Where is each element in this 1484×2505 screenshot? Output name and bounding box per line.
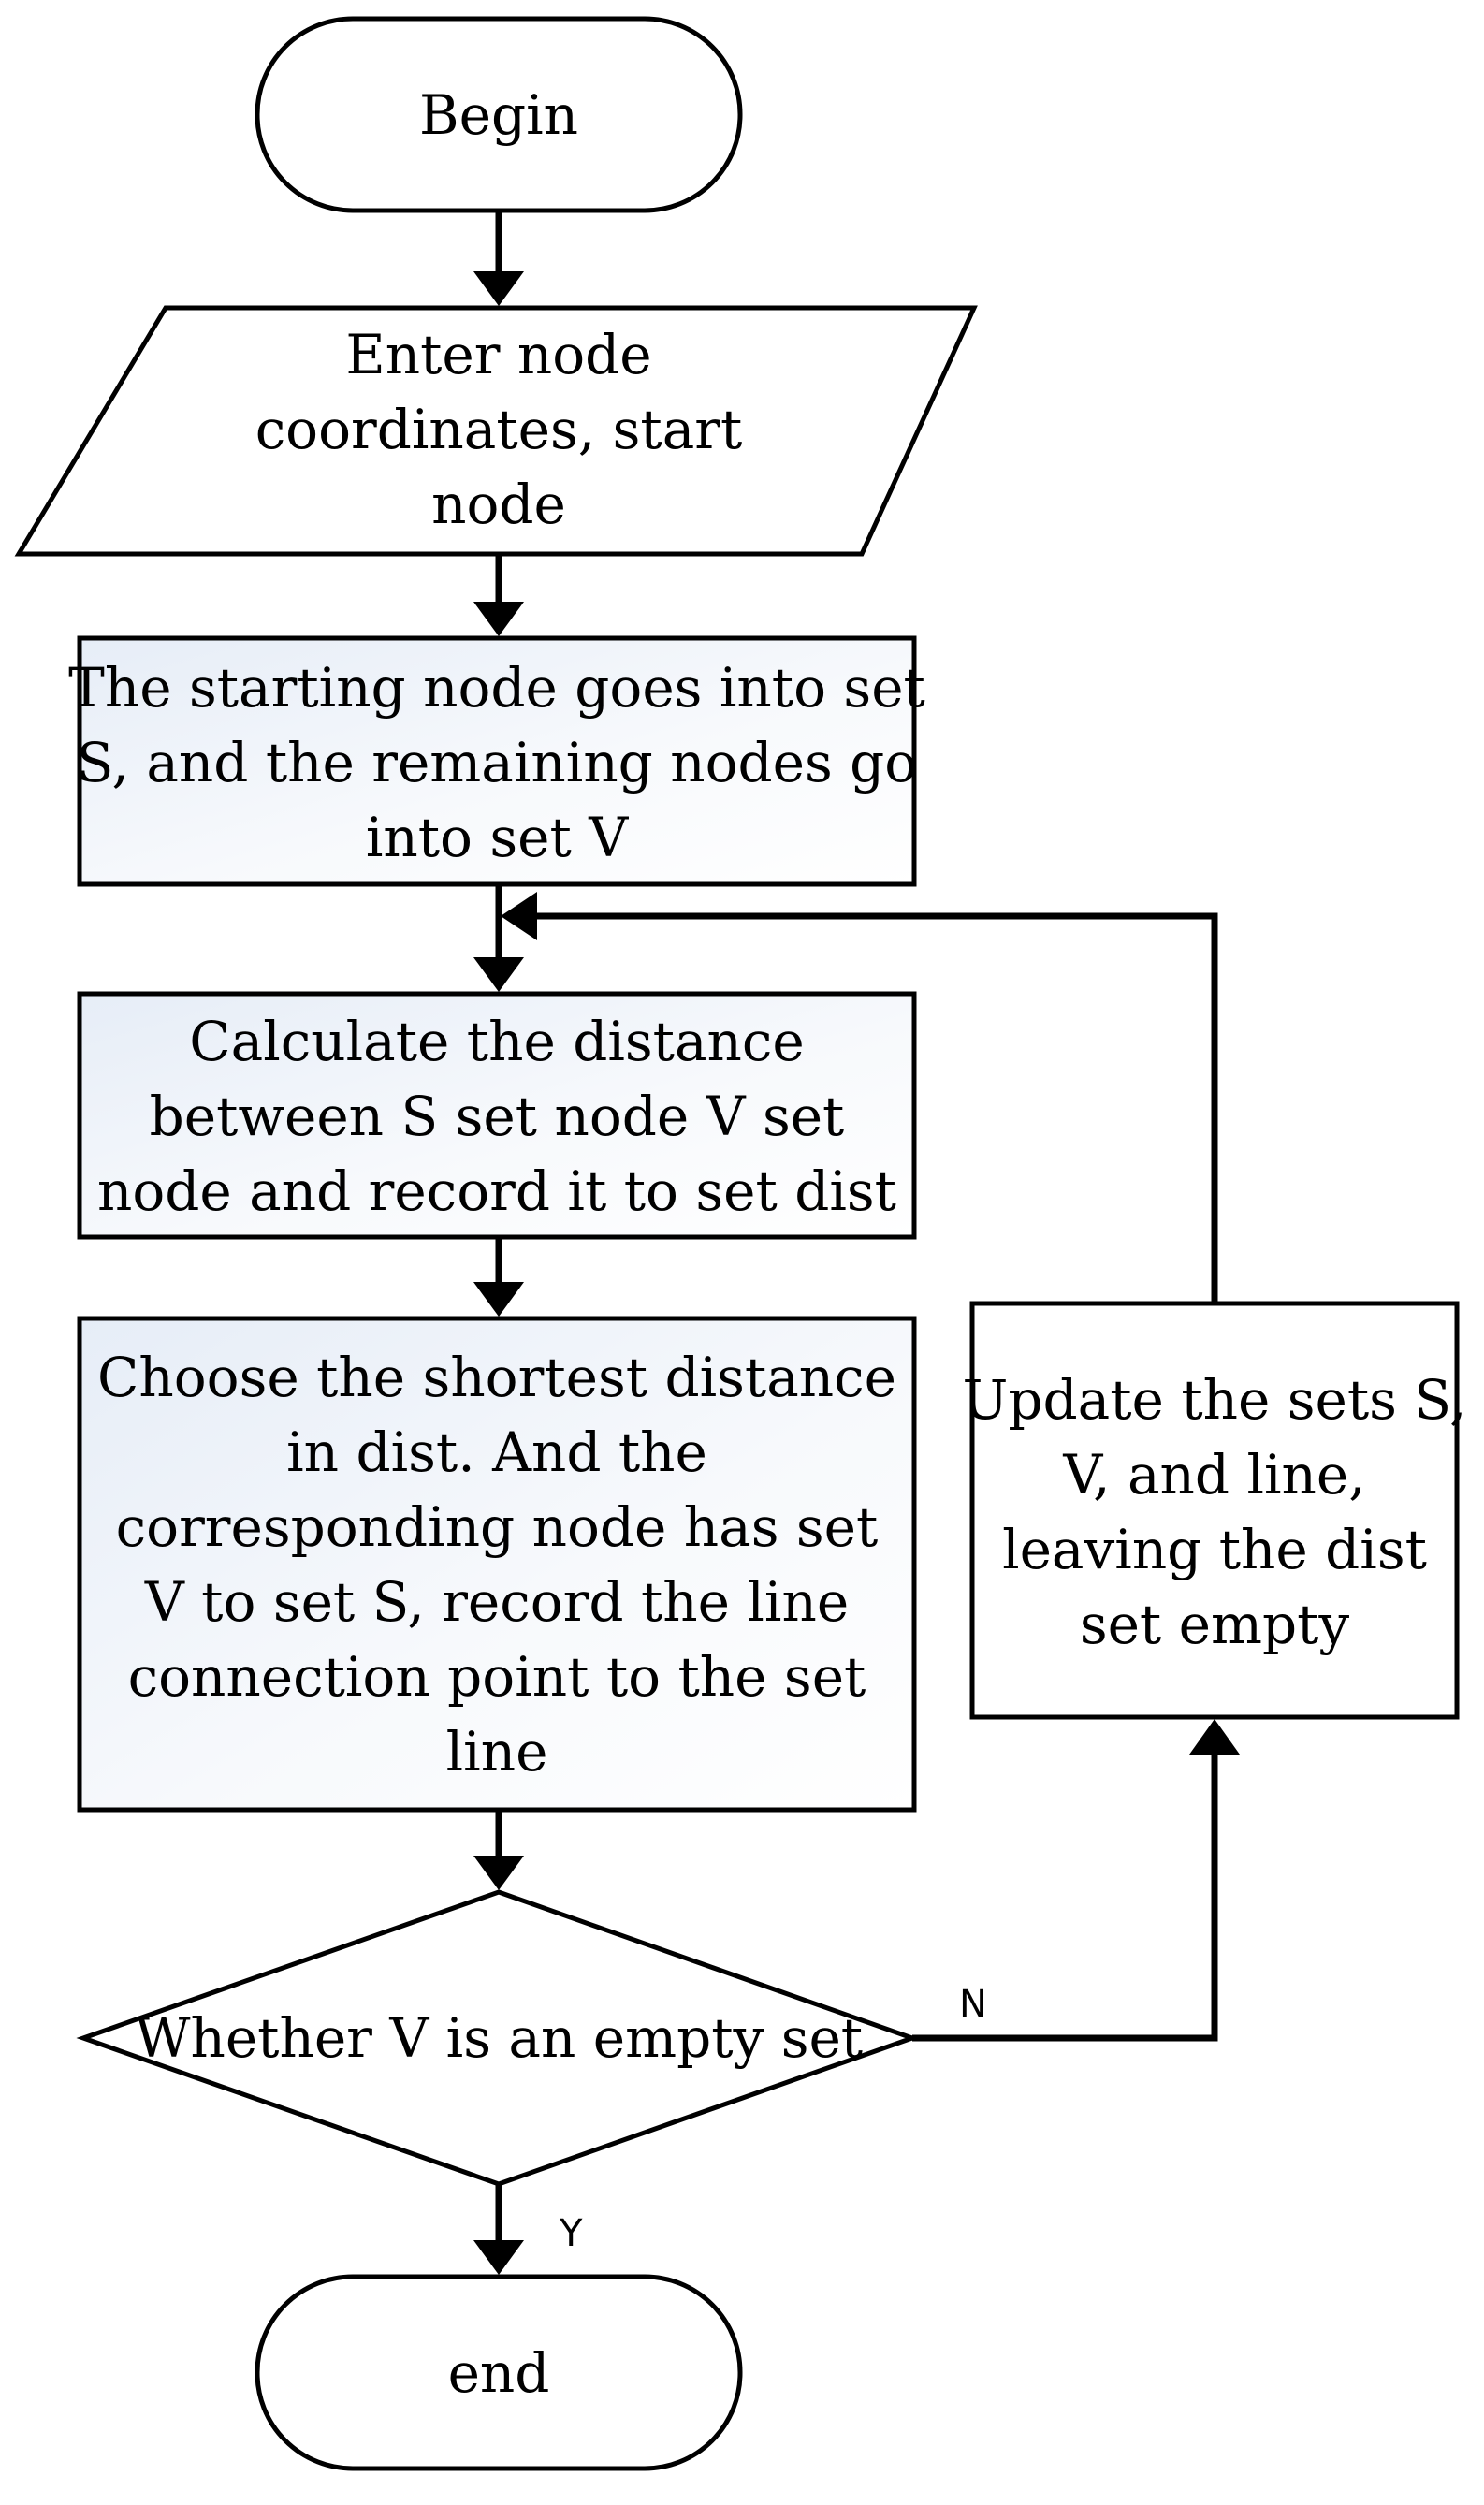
arrowhead-loopback bbox=[501, 892, 537, 940]
init-line-2: S, and the remaining nodes go bbox=[77, 731, 917, 794]
input-line-2: coordinates, start bbox=[255, 398, 743, 461]
arrowhead-input-init bbox=[473, 602, 524, 636]
input-line-1: Enter node bbox=[345, 323, 651, 386]
choose-line-2: in dist. And the bbox=[286, 1420, 707, 1484]
calc-line-2: between S set node V set bbox=[150, 1085, 845, 1148]
init-line-1: The starting node goes into set bbox=[68, 656, 925, 720]
arrowhead-begin-input bbox=[473, 271, 524, 306]
init-line-3: into set V bbox=[366, 806, 629, 869]
calc-line-3: node and record it to set dist bbox=[97, 1159, 896, 1223]
arrowhead-choose-decision bbox=[473, 1856, 524, 1890]
init-process-shape bbox=[77, 635, 917, 887]
connector-update-loopback bbox=[535, 912, 1218, 1303]
end-terminator: end bbox=[255, 2274, 743, 2471]
input-line-3: node bbox=[431, 473, 566, 536]
update-line-3: leaving the dist bbox=[1002, 1518, 1427, 1581]
choose-line-3: corresponding node has set bbox=[116, 1495, 879, 1559]
arrowhead-decision-end bbox=[473, 2240, 524, 2275]
decision-diamond-shape bbox=[76, 1889, 920, 2187]
update-process-box: Update the sets S, V, and line, leaving … bbox=[963, 1301, 1467, 1720]
update-line-2: V, and line, bbox=[1062, 1443, 1365, 1507]
begin-terminator: Begin bbox=[255, 16, 743, 213]
init-process-box: The starting node goes into set S, and t… bbox=[68, 635, 925, 887]
update-line-1: Update the sets S, bbox=[963, 1368, 1467, 1432]
choose-line-6: line bbox=[446, 1720, 548, 1784]
begin-label: Begin bbox=[419, 83, 578, 147]
choose-line-5: connection point to the set bbox=[128, 1645, 866, 1709]
edge-label-yes: Y bbox=[559, 2212, 583, 2255]
connectors bbox=[473, 211, 1240, 2275]
choose-process-shape bbox=[77, 1316, 917, 1813]
calc-line-1: Calculate the distance bbox=[189, 1010, 804, 1073]
calc-process-box: Calculate the distance between S set nod… bbox=[77, 991, 917, 1240]
arrowhead-init-calc bbox=[473, 957, 524, 992]
edge-label-no: N bbox=[959, 1983, 987, 2026]
choose-process-box: Choose the shortest distance in dist. An… bbox=[77, 1316, 917, 1813]
decision-label: Whether V is an empty set bbox=[135, 2006, 863, 2070]
connector-decision-update-no bbox=[912, 1753, 1218, 2042]
choose-line-1: Choose the shortest distance bbox=[97, 1346, 896, 1409]
input-parallelogram-shape bbox=[14, 305, 978, 557]
update-line-4: set empty bbox=[1080, 1593, 1350, 1656]
decision-diamond: Whether V is an empty set bbox=[76, 1889, 920, 2187]
input-parallelogram: Enter node coordinates, start node bbox=[14, 305, 978, 557]
end-label: end bbox=[448, 2341, 550, 2405]
begin-terminator-shape bbox=[255, 16, 743, 213]
update-process-shape bbox=[969, 1301, 1460, 1720]
calc-process-shape bbox=[77, 991, 917, 1240]
arrowhead-decision-update bbox=[1189, 1719, 1240, 1755]
choose-line-4: V to set S, record the line bbox=[144, 1570, 849, 1634]
end-terminator-shape bbox=[255, 2274, 743, 2471]
arrowhead-calc-choose bbox=[473, 1282, 524, 1317]
